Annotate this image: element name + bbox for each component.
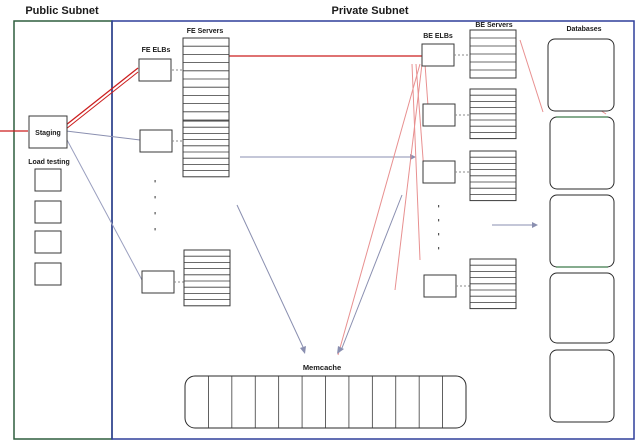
fe-elb-ellipsis: [154, 180, 156, 231]
be-elb1-to-elb3: [415, 63, 425, 173]
fe-elb-server-links: [172, 69, 184, 283]
be-server-stack[interactable]: [469, 258, 517, 310]
databases-label: Databases: [566, 26, 601, 33]
database-node[interactable]: [547, 38, 615, 112]
arrowhead-db: [532, 222, 538, 228]
be-elb-ellipsis: [438, 205, 440, 250]
be-elb-node[interactable]: [423, 274, 457, 298]
be-server-stack[interactable]: [469, 29, 517, 79]
database-node[interactable]: [549, 272, 615, 344]
be-db-link: [519, 39, 544, 113]
staging-fe-elb2-link: [65, 130, 141, 141]
fe-servers-label: FE Servers: [187, 28, 224, 35]
be-server-stack[interactable]: [469, 150, 517, 202]
database-node[interactable]: [549, 194, 615, 268]
be-server-stacks: [469, 29, 517, 310]
fe-elb-node[interactable]: [139, 129, 173, 153]
arrowhead-memcache-2: [337, 346, 344, 354]
arrowhead-memcache: [300, 346, 306, 354]
memcache-label: Memcache: [303, 363, 341, 372]
staging-fe-elb1-link: [65, 67, 139, 126]
private-subnet-box: [111, 20, 635, 440]
load-test-node[interactable]: [34, 200, 62, 224]
be-elb1-to-elb4: [411, 63, 421, 261]
staging-fe-elb1-link-2: [65, 71, 139, 130]
be-elb-node[interactable]: [422, 103, 456, 127]
be-elbs-label: BE ELBs: [423, 33, 453, 40]
memcache-cells: [208, 376, 443, 428]
fe-elb-node[interactable]: [141, 270, 175, 294]
be-elb1-to-memcache: [337, 63, 421, 356]
be-elb1-to-memcache-2: [394, 63, 423, 291]
load-test-node[interactable]: [34, 230, 62, 254]
be-elb1-to-elb2: [424, 63, 429, 107]
database-node[interactable]: [549, 349, 615, 423]
be-elb-server-links: [454, 54, 470, 287]
staging-node[interactable]: [28, 115, 68, 149]
staging-label: Staging: [35, 130, 61, 137]
be-server-stack[interactable]: [469, 88, 517, 140]
be-servers-label: BE Servers: [475, 22, 512, 29]
staging-fe-elb3-link: [65, 137, 143, 281]
load-test-node[interactable]: [34, 262, 62, 286]
fe-elb-node[interactable]: [138, 58, 172, 82]
public-subnet-title: Public Subnet: [25, 5, 99, 17]
be-memcache-link: [341, 194, 403, 349]
database-node[interactable]: [549, 116, 615, 190]
connections: [0, 39, 607, 356]
fe-server-stack[interactable]: [182, 120, 230, 178]
be-elb-node[interactable]: [421, 43, 455, 67]
fe-memcache-link: [236, 204, 304, 348]
be-elb-node[interactable]: [422, 160, 456, 184]
public-subnet-box: [13, 20, 113, 440]
fe-server-stacks: [182, 37, 231, 307]
private-subnet-title: Private Subnet: [331, 5, 408, 17]
load-testing-label: Load testing: [28, 159, 70, 166]
fe-server-stack[interactable]: [183, 249, 231, 307]
fe-elbs-label: FE ELBs: [142, 47, 171, 54]
load-test-node[interactable]: [34, 168, 62, 192]
